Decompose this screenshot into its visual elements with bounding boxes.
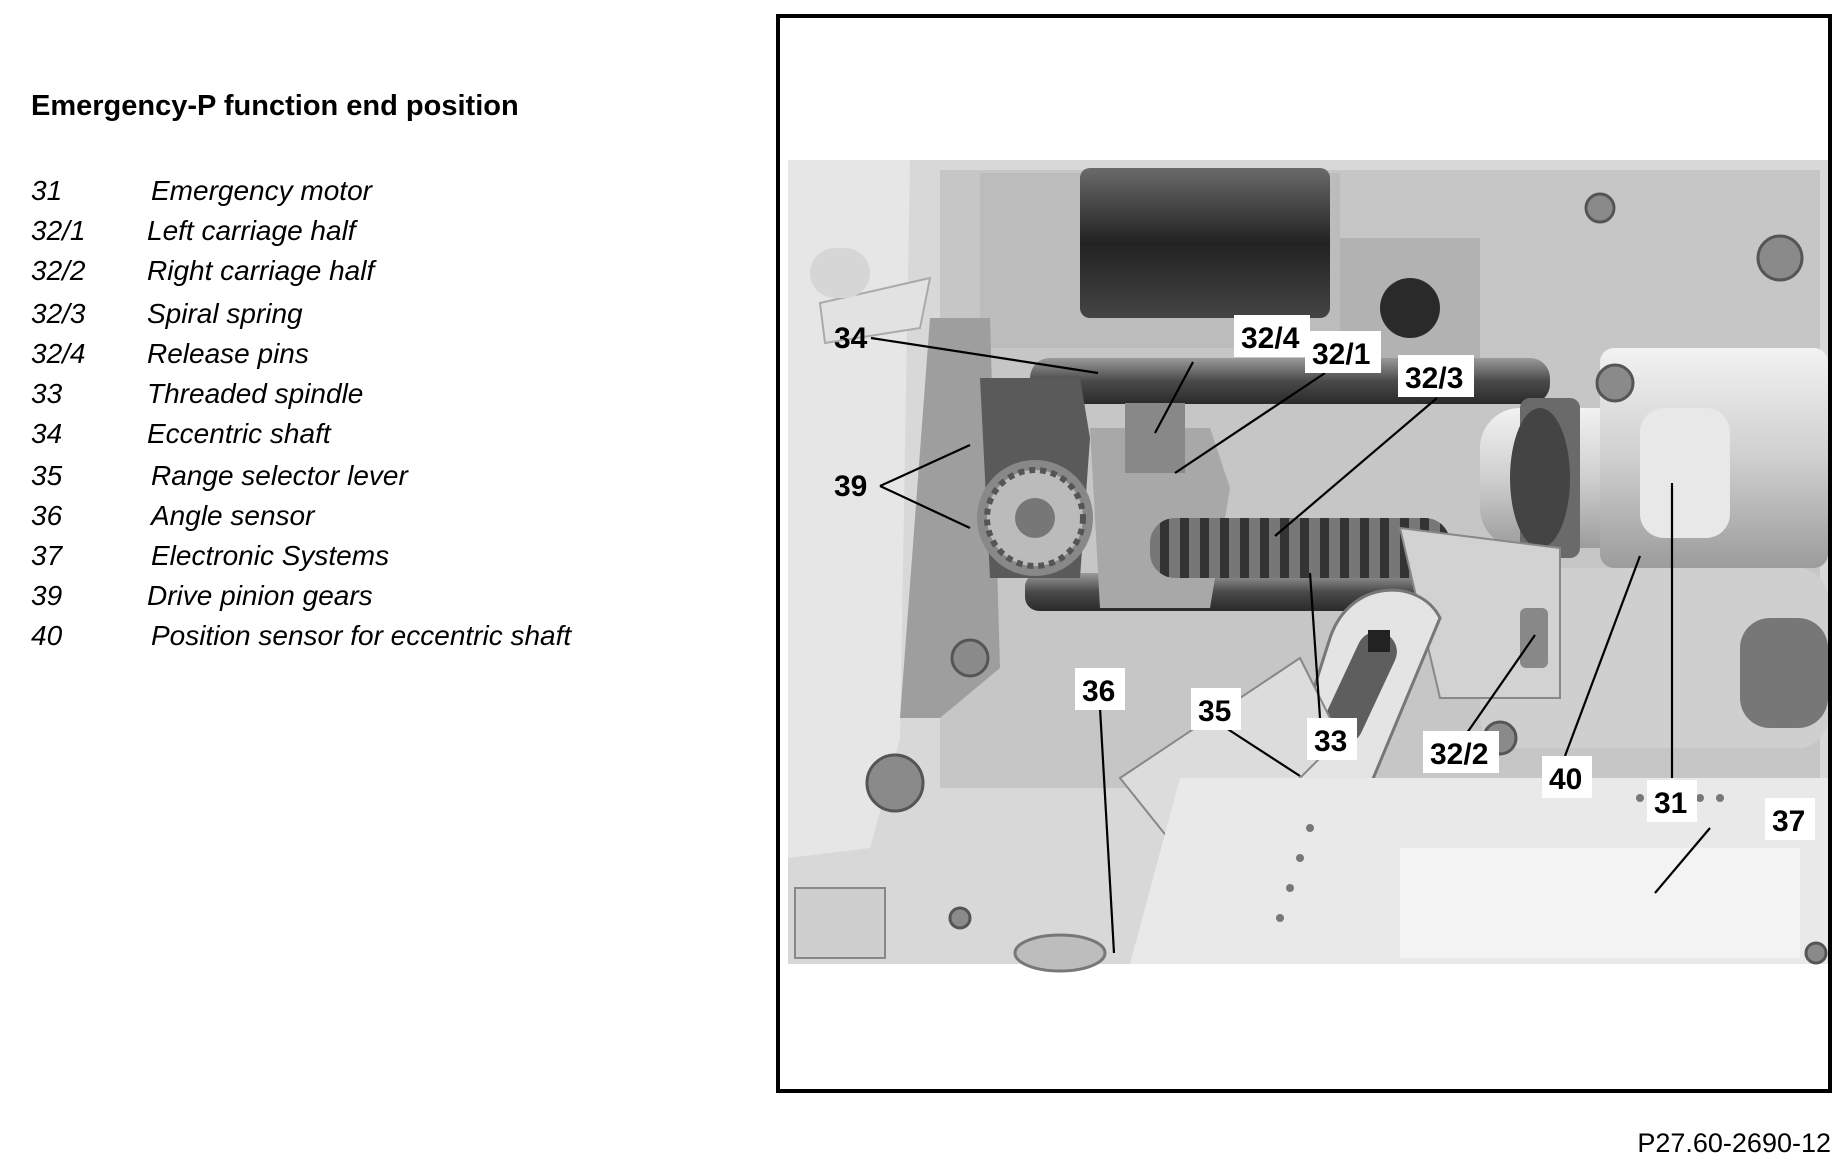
- callout-32-2: 32/2: [1430, 738, 1488, 771]
- legend-number: 35: [31, 460, 63, 491]
- callout-32-3: 32/3: [1405, 362, 1463, 395]
- callout-39: 39: [834, 470, 867, 503]
- legend-number: 39: [31, 580, 63, 611]
- legend-description: Left carriage half: [147, 215, 356, 246]
- legend-description: Right carriage half: [147, 255, 375, 286]
- legend-number: 31: [31, 175, 63, 206]
- legend-number: 32/3: [31, 298, 86, 329]
- legend-number: 37: [31, 540, 63, 571]
- legend-description: Spiral spring: [147, 298, 303, 329]
- callout-40: 40: [1549, 763, 1582, 796]
- legend-number: 36: [31, 500, 63, 531]
- legend-number: 34: [31, 418, 63, 449]
- callout-31: 31: [1654, 787, 1687, 820]
- callout-33: 33: [1314, 725, 1347, 758]
- legend-description: Eccentric shaft: [147, 418, 331, 449]
- legend-description: Angle sensor: [151, 500, 315, 531]
- callout-35: 35: [1198, 695, 1231, 728]
- callout-labels: 34 32/4 32/1 32/3 39 36 35 33 32/2 40 31…: [834, 315, 1815, 840]
- photo-region: [788, 160, 1828, 973]
- callout-32-4: 32/4: [1241, 322, 1300, 355]
- legend-number: 40: [31, 620, 63, 651]
- legend-description: Position sensor for eccentric shaft: [151, 620, 572, 651]
- leader-lines: [870, 336, 1711, 954]
- legend-description: Release pins: [147, 338, 309, 369]
- figure-heading: Emergency-P function end position: [31, 90, 519, 122]
- callout-36: 36: [1082, 675, 1115, 708]
- legend-description: Drive pinion gears: [147, 580, 373, 611]
- drive-pinion-gear: [977, 460, 1093, 576]
- legend-number: 32/4: [31, 338, 86, 369]
- legend-number: 32/2: [31, 255, 86, 286]
- legend-description: Emergency motor: [151, 175, 372, 206]
- figure-code: P27.60-2690-12: [1637, 1128, 1831, 1158]
- legend-number: 32/1: [31, 215, 86, 246]
- legend-number: 33: [31, 378, 63, 409]
- callout-34: 34: [834, 322, 868, 355]
- legend-description: Range selector lever: [151, 460, 408, 491]
- callout-37: 37: [1772, 805, 1805, 838]
- gearbox-illustration: 34 32/4 32/1 32/3 39 36 35 33 32/2 40 31…: [788, 160, 1828, 973]
- callout-32-1: 32/1: [1312, 338, 1370, 371]
- figure-frame: 34 32/4 32/1 32/3 39 36 35 33 32/2 40 31…: [776, 14, 1832, 1093]
- legend-description: Threaded spindle: [147, 378, 364, 409]
- legend-description: Electronic Systems: [151, 540, 390, 571]
